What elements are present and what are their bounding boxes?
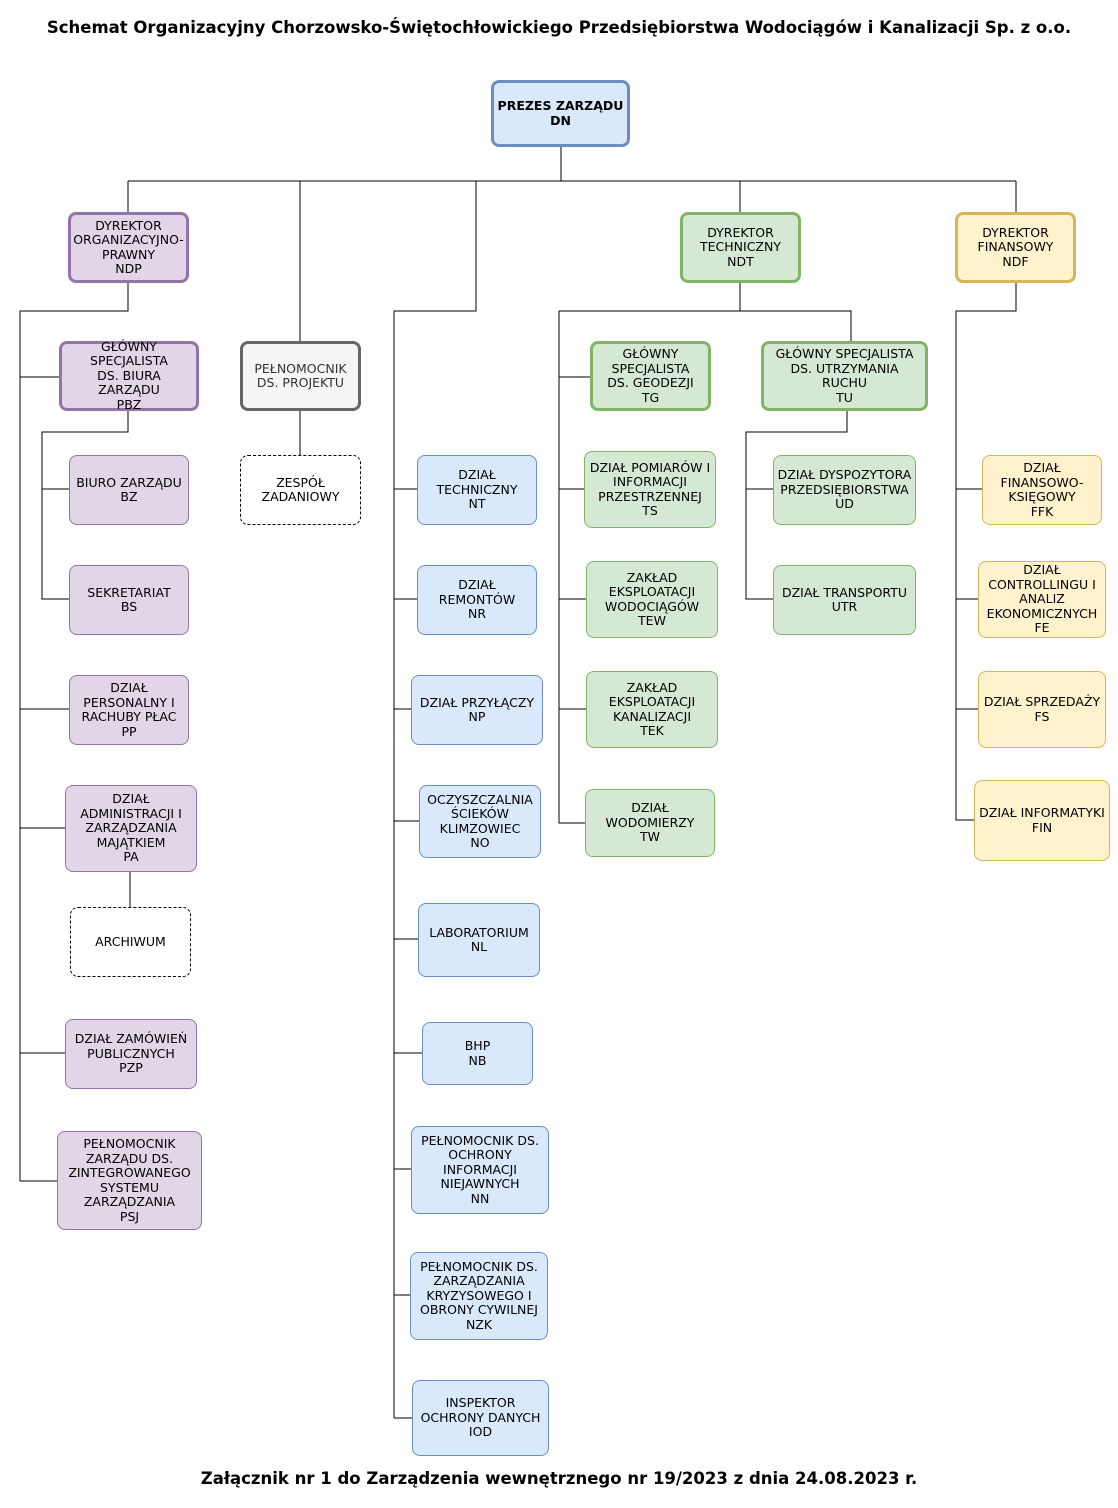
node-zaklad-eksploatacji-wodociagow: ZAKŁAD EKSPLOATACJI WODOCIĄGÓW TEW: [586, 561, 718, 638]
node-prezes-zarzadu: PREZES ZARZĄDU DN: [491, 80, 630, 147]
node-dzial-dyspozytora: DZIAŁ DYSPOZYTORA PRZEDSIĘBIORSTWA UD: [773, 455, 916, 525]
node-pelnomocnik-ds-projektu: PEŁNOMOCNIK DS. PROJEKTU: [240, 341, 361, 411]
node-biuro-zarzadu: BIURO ZARZĄDU BZ: [69, 455, 189, 525]
node-dyrektor-finansowy: DYREKTOR FINANSOWY NDF: [955, 212, 1076, 283]
node-glowny-specjalista-biura-zarzadu: GŁÓWNY SPECJALISTA DS. BIURA ZARZĄDU PBZ: [59, 339, 199, 411]
node-dzial-techniczny: DZIAŁ TECHNICZNY NT: [417, 455, 537, 525]
node-pelnomocnik-zsz: PEŁNOMOCNIK ZARZĄDU DS. ZINTEGROWANEGO S…: [57, 1131, 202, 1230]
node-archiwum: ARCHIWUM: [70, 907, 191, 977]
node-dzial-transportu: DZIAŁ TRANSPORTU UTR: [773, 565, 916, 635]
node-zespol-zadaniowy: ZESPÓŁ ZADANIOWY: [240, 455, 361, 525]
node-oczyszczalnia-sciekow: OCZYSZCZALNIA ŚCIEKÓW KLIMZOWIEC NO: [419, 785, 541, 858]
node-dzial-finansowo-ksiegowy: DZIAŁ FINANSOWO- KSIĘGOWY FFK: [982, 455, 1102, 525]
node-dzial-przylaczy: DZIAŁ PRZYŁĄCZY NP: [411, 675, 543, 745]
node-inspektor-ochrony-danych: INSPEKTOR OCHRONY DANYCH IOD: [412, 1380, 549, 1456]
node-pelnomocnik-zarzadzania-kryzysowego: PEŁNOMOCNIK DS. ZARZĄDZANIA KRYZYSOWEGO …: [410, 1252, 548, 1340]
node-pelnomocnik-ochrony-informacji: PEŁNOMOCNIK DS. OCHRONY INFORMACJI NIEJA…: [411, 1126, 549, 1214]
node-glowny-specjalista-geodezji: GŁÓWNY SPECJALISTA DS. GEODEZJI TG: [590, 341, 711, 411]
node-glowny-specjalista-utrzymania-ruchu: GŁÓWNY SPECJALISTA DS. UTRZYMANIA RUCHU …: [761, 341, 928, 411]
node-dzial-pomiarow: DZIAŁ POMIARÓW I INFORMACJI PRZESTRZENNE…: [584, 451, 716, 528]
node-dzial-personalny: DZIAŁ PERSONALNY I RACHUBY PŁAC PP: [69, 675, 189, 745]
node-dzial-controllingu: DZIAŁ CONTROLLINGU I ANALIZ EKONOMICZNYC…: [978, 561, 1106, 638]
node-dyrektor-organizacyjno-prawny: DYREKTOR ORGANIZACYJNO- PRAWNY NDP: [68, 212, 189, 283]
node-dzial-administracji: DZIAŁ ADMINISTRACJI I ZARZĄDZANIA MAJĄTK…: [65, 785, 197, 872]
node-dzial-zamowien-publicznych: DZIAŁ ZAMÓWIEŃ PUBLICZNYCH PZP: [65, 1019, 197, 1089]
node-dzial-wodomierzy: DZIAŁ WODOMIERZY TW: [585, 789, 715, 857]
node-bhp: BHP NB: [422, 1022, 533, 1085]
node-dzial-informatyki: DZIAŁ INFORMATYKI FIN: [974, 780, 1110, 861]
node-dyrektor-techniczny: DYREKTOR TECHNICZNY NDT: [680, 212, 801, 283]
footer-note: Załącznik nr 1 do Zarządzenia wewnętrzne…: [200, 1469, 918, 1488]
node-sekretariat: SEKRETARIAT BS: [69, 565, 189, 635]
node-dzial-remontow: DZIAŁ REMONTÓW NR: [417, 565, 537, 635]
node-laboratorium: LABORATORIUM NL: [418, 903, 540, 977]
node-dzial-sprzedazy: DZIAŁ SPRZEDAŻY FS: [978, 671, 1106, 748]
node-zaklad-eksploatacji-kanalizacji: ZAKŁAD EKSPLOATACJI KANALIZACJI TEK: [586, 671, 718, 748]
page-title: Schemat Organizacyjny Chorzowsko-Świętoc…: [46, 18, 1072, 37]
